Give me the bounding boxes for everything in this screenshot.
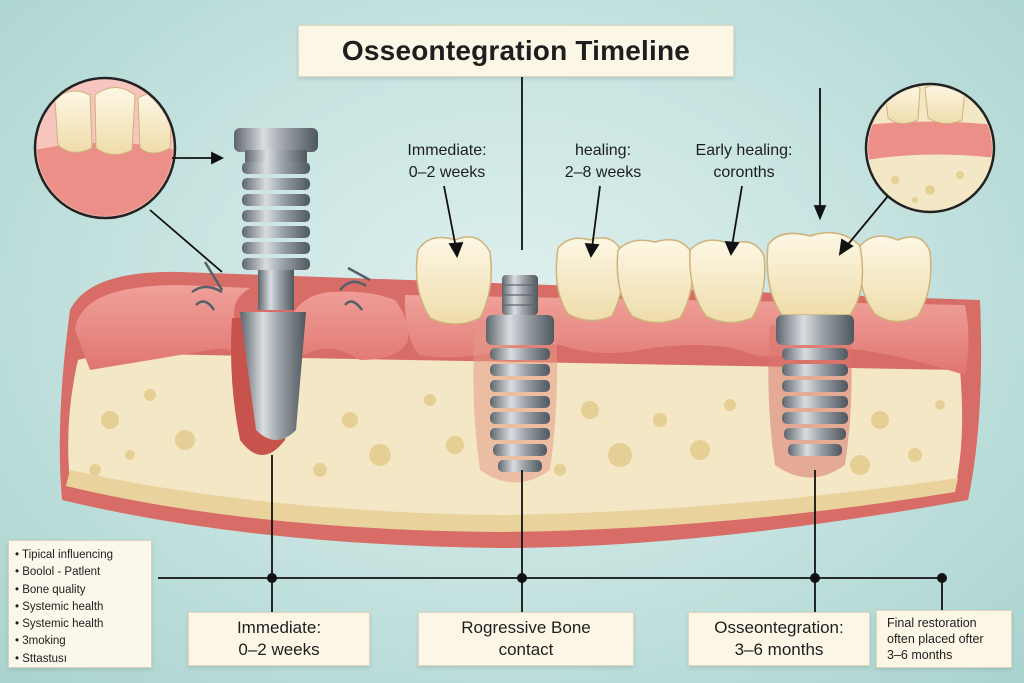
implant-healing	[486, 275, 554, 472]
factor-item: 3moking	[15, 633, 151, 650]
factor-item: Sttastusı	[15, 651, 151, 668]
magnifier-left	[33, 76, 177, 220]
implant-immediate	[234, 128, 318, 440]
gum-tissue	[75, 285, 409, 370]
factor-item: Bone quality	[15, 582, 151, 599]
factor-item: Systemic health	[15, 616, 151, 633]
stage-label-healing: healing: 2–8 weeks	[564, 142, 642, 181]
page-title: Osseontegration Timeline	[341, 35, 691, 66]
final-restoration-note: Final restoration often placed ofter 3–6…	[876, 610, 1012, 668]
teeth-row	[415, 235, 932, 325]
magnifier-right	[864, 82, 996, 214]
timeline-box-bone-contact: Rogressive Bone contact	[418, 612, 634, 666]
influencing-factors-box: Tipical influencing Boolol - Patlent Bon…	[8, 540, 152, 668]
stage-label-immediate: Immediate: 0–2 weeks	[407, 142, 487, 181]
timeline-box-immediate: Immediate: 0–2 weeks	[188, 612, 370, 666]
pointer-lines	[149, 75, 889, 273]
factor-item: Tipical influencing	[15, 547, 151, 564]
timeline-markers	[267, 573, 947, 583]
stage-label-early-healing: Early healing: coronths	[695, 142, 793, 181]
factor-item: Systemic health	[15, 599, 151, 616]
timeline-box-osseointegration: Osseontegration: 3–6 months	[688, 612, 870, 666]
bone-pores	[89, 389, 945, 477]
sutures	[191, 261, 371, 311]
implant-osseointegrated	[766, 231, 864, 456]
factor-item: Boolol - Patlent	[15, 564, 151, 581]
title-banner: Osseontegration Timeline	[298, 25, 734, 77]
